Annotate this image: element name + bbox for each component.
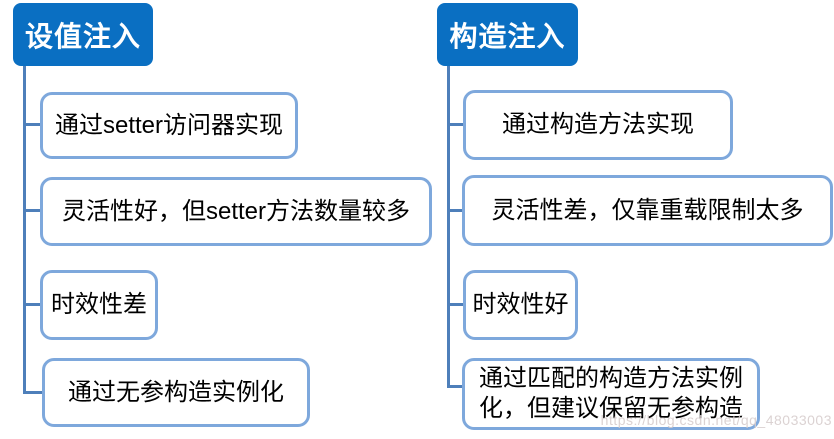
connector-right-2 [447,209,466,212]
topic-constructor-injection: 构造注入 [437,3,578,66]
node-constructor-instantiation: 通过匹配的构造方法实例 化，但建议保留无参构造 [462,358,760,430]
node-setter-instantiation: 通过无参构造实例化 [42,358,310,427]
connector-left-4 [23,391,43,394]
connector-right-4 [447,385,466,388]
node-setter-flexibility: 灵活性好，但setter方法数量较多 [40,177,432,246]
node-constructor-timeliness: 时效性好 [463,270,578,340]
node-setter-implementation: 通过setter访问器实现 [40,92,298,159]
branch-line-right [447,64,450,388]
node-constructor-implementation: 通过构造方法实现 [463,90,733,160]
connector-left-2 [23,209,43,212]
connector-left-3 [23,303,43,306]
branch-line-left [23,64,26,394]
node-setter-timeliness: 时效性差 [40,270,158,340]
connector-right-3 [447,303,466,306]
csdn-watermark: https://blog.csdn.net/qq_48033003 [600,412,832,428]
connector-right-1 [447,123,466,126]
topic-setter-injection: 设值注入 [13,3,153,66]
node-constructor-flexibility: 灵活性差，仅靠重载限制太多 [462,175,833,246]
connector-left-1 [23,123,43,126]
